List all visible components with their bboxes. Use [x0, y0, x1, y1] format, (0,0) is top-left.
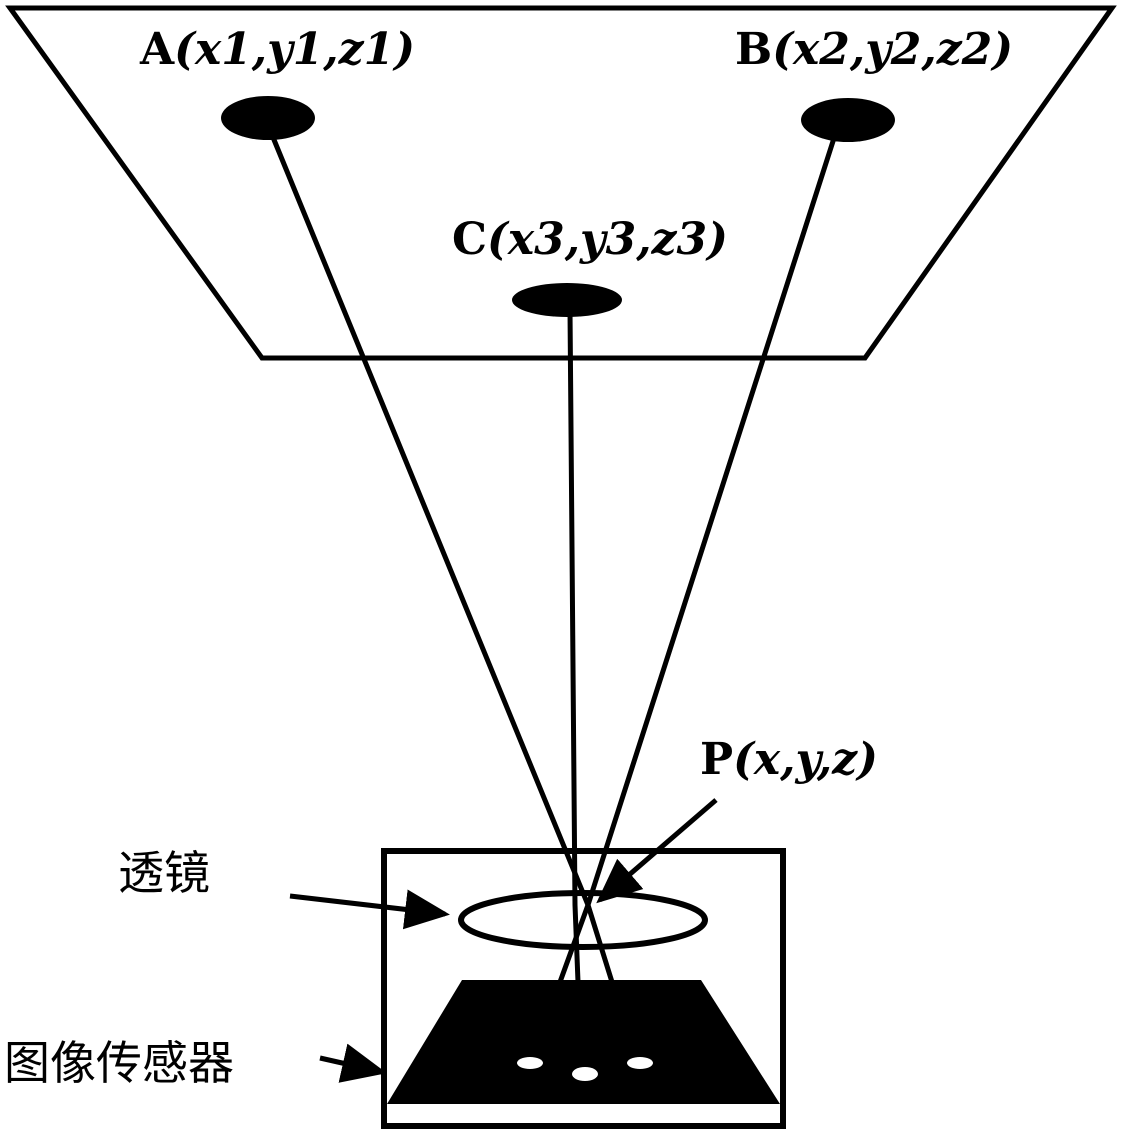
label-c: C(x3,y3,z3)	[452, 214, 728, 265]
ray-c	[567, 309, 581, 983]
ray-b	[557, 134, 838, 983]
camera-box	[381, 848, 786, 1129]
label-p: P(x,y,z)	[700, 734, 878, 785]
image-sensor	[387, 980, 780, 1104]
sensor-arrow	[319, 1043, 387, 1083]
label-a: A(x1,y1,z1)	[140, 24, 416, 75]
image-spot-b	[627, 1057, 653, 1069]
lens-arrow	[289, 889, 450, 930]
image-spot-a	[517, 1057, 543, 1069]
label-b: B(x2,y2,z2)	[735, 24, 1014, 75]
marker-c	[512, 283, 622, 317]
image-sensor-label: 图像传感器	[4, 1036, 234, 1090]
lens	[458, 890, 708, 950]
target-plane	[5, 5, 1117, 361]
marker-a	[221, 96, 315, 140]
p-arrow	[596, 798, 718, 904]
lens-label: 透镜	[118, 846, 210, 900]
marker-b	[801, 98, 895, 142]
image-spot-c	[572, 1067, 598, 1081]
